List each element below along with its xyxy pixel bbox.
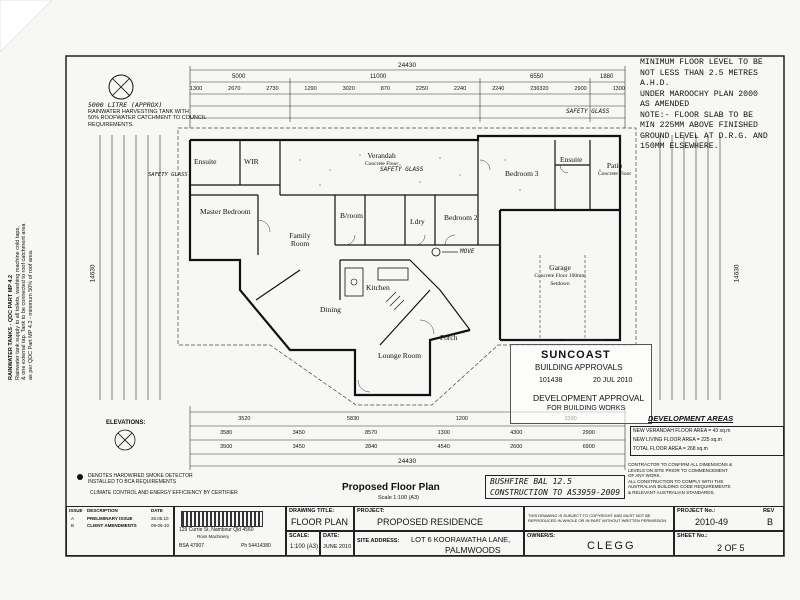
bushfire-note: BUSHFIRE BAL 12.5 CONSTRUCTION TO AS3959… [485, 475, 626, 499]
scale-value: 1:100 (A3) [290, 544, 319, 550]
copyright-cell: THIS DRAWING IS SUBJECT TO COPYRIGHT AND… [524, 506, 674, 531]
site-suburb: PALMWOODS [445, 545, 501, 555]
rainwater-tank-side-note: RAINWATER TANKS - QDC PART MP 4.2 Rainwa… [8, 223, 34, 380]
elevation-key-icon [114, 429, 136, 451]
right-dimension-lines [659, 135, 721, 400]
plan-scale: Scale 1:100 (A3) [378, 495, 419, 501]
owner-name: CLEGG [587, 540, 636, 552]
issue-table: ISSUE DESCRIPTION DATE A PRELIMINARY ISS… [66, 506, 174, 556]
floor-level-note: MINIMUM FLOOR LEVEL TO BE NOT LESS THAN … [640, 58, 768, 151]
dim-overall-bottom: 24430 [398, 458, 417, 465]
approval-stamp: SUNCOAST BUILDING APPROVALS 101438 20 JU… [510, 344, 652, 424]
door-swings [257, 159, 569, 393]
safety-glass-note-top: SAFETY GLASS [566, 108, 610, 115]
room-family: Family Room [289, 231, 311, 248]
stamp-company: SUNCOAST [541, 349, 611, 361]
company-cell: 129 Currie St, Nambour Qld 4560 Ross Mac… [174, 506, 286, 556]
contractor-note: CONTRACTOR TO CONFIRM ALL DIMENSIONS &LE… [628, 462, 733, 495]
garage-doors [520, 255, 605, 341]
sheet-border [65, 55, 785, 557]
dim-top-1: 5000 [232, 74, 246, 80]
tank-note: 5000 LITRE (APPROX) RAINWATER HARVESTING… [88, 101, 207, 128]
stamp-for: FOR BUILDING WORKS [547, 405, 626, 412]
plan-title: Proposed Floor Plan [342, 482, 440, 493]
sheet-cell: SHEET No.: 2 OF 5 [674, 531, 784, 556]
drawing-title-cell: DRAWING TITLE: FLOOR PLAN [286, 506, 354, 531]
safety-glass-note-verandah: SAFETY GLASS [380, 166, 424, 173]
stamp-number: 101438 [539, 377, 563, 384]
revision: B [767, 517, 774, 527]
stair-treads [385, 291, 405, 311]
dim-overall-left: 14630 [89, 264, 97, 283]
tank-symbol [108, 74, 134, 100]
title-block: ISSUE DESCRIPTION DATE A PRELIMINARY ISS… [66, 500, 784, 556]
site-address: LOT 6 KOORAWATHA LANE, [411, 535, 511, 544]
owner-cell: OWNER/S: CLEGG [524, 531, 674, 556]
kitchen-island [344, 267, 364, 297]
room-master-bedroom: Master Bedroom [200, 207, 251, 216]
top-dimension-lines [189, 66, 626, 128]
elevations-label: ELEVATIONS: [106, 420, 146, 426]
smoke-detector-icon [77, 474, 83, 480]
dim-overall-right: 14630 [733, 264, 741, 283]
move-note: MOVE [460, 248, 475, 255]
development-areas-box: DEVELOPMENT AREAS NEW VERANDAH FLOOR ARE… [630, 414, 784, 458]
room-bedroom-2: Bedroom 2 [444, 213, 478, 222]
room-porch: Porch [440, 333, 458, 342]
room-wir: WIR [244, 157, 259, 166]
sheet-number: 2 OF 5 [717, 543, 745, 553]
project-number: 2010-49 [695, 517, 729, 527]
climate-note: CLIMATE CONTROL AND ENERGY EFFICIENCY BY… [90, 490, 238, 496]
room-lounge: Lounge Room [378, 351, 422, 360]
room-kitchen: Kitchen [366, 283, 390, 292]
room-ensuite-2: Ensuite [560, 155, 583, 164]
room-bathroom: B/room [340, 211, 363, 220]
dim-overall-top: 24430 [398, 62, 417, 69]
date-value: JUNE 2010 [323, 544, 352, 550]
project-name: PROPOSED RESIDENCE [377, 517, 484, 527]
dim-top-3: 6550 [530, 74, 544, 80]
room-ensuite: Ensuite [194, 157, 217, 166]
dev-areas-table: NEW VERANDAH FLOOR AREA = 43 sq.m NEW LI… [630, 426, 784, 456]
room-dining: Dining [320, 305, 341, 314]
date-cell: DATE: JUNE 2010 [320, 531, 354, 556]
move-marker-icon [431, 247, 441, 257]
drawing-title: FLOOR PLAN [291, 517, 349, 527]
internal-walls [190, 140, 591, 346]
roof-outline [177, 127, 637, 406]
project-cell: PROJECT: PROPOSED RESIDENCE [354, 506, 524, 531]
stamp-dept: BUILDING APPROVALS [535, 363, 623, 372]
company-logo [181, 511, 263, 527]
verandah-texture [299, 154, 601, 191]
room-bedroom-3: Bedroom 3 [505, 169, 539, 178]
site-address-cell: SITE ADDRESS: LOT 6 KOORAWATHA LANE, PAL… [354, 531, 524, 556]
stamp-approval: DEVELOPMENT APPROVAL [533, 393, 645, 403]
sink-icon [350, 278, 358, 286]
project-number-cell: PROJECT No.: REV 2010-49 B [674, 506, 784, 531]
dev-areas-title: DEVELOPMENT AREAS [648, 414, 734, 423]
room-laundry: Ldry [410, 217, 425, 226]
page-corner-fold [0, 0, 53, 53]
kitchen-bench [377, 267, 409, 281]
dim-top-4: 1880 [600, 74, 614, 80]
scale-cell: SCALE: 1:100 (A3) [286, 531, 320, 556]
safety-glass-note-left: SAFETY GLASS [148, 172, 188, 178]
stamp-date: 20 JUL 2010 [593, 377, 633, 384]
dim-top-2: 11000 [370, 74, 387, 80]
left-dimension-lines [99, 135, 161, 400]
